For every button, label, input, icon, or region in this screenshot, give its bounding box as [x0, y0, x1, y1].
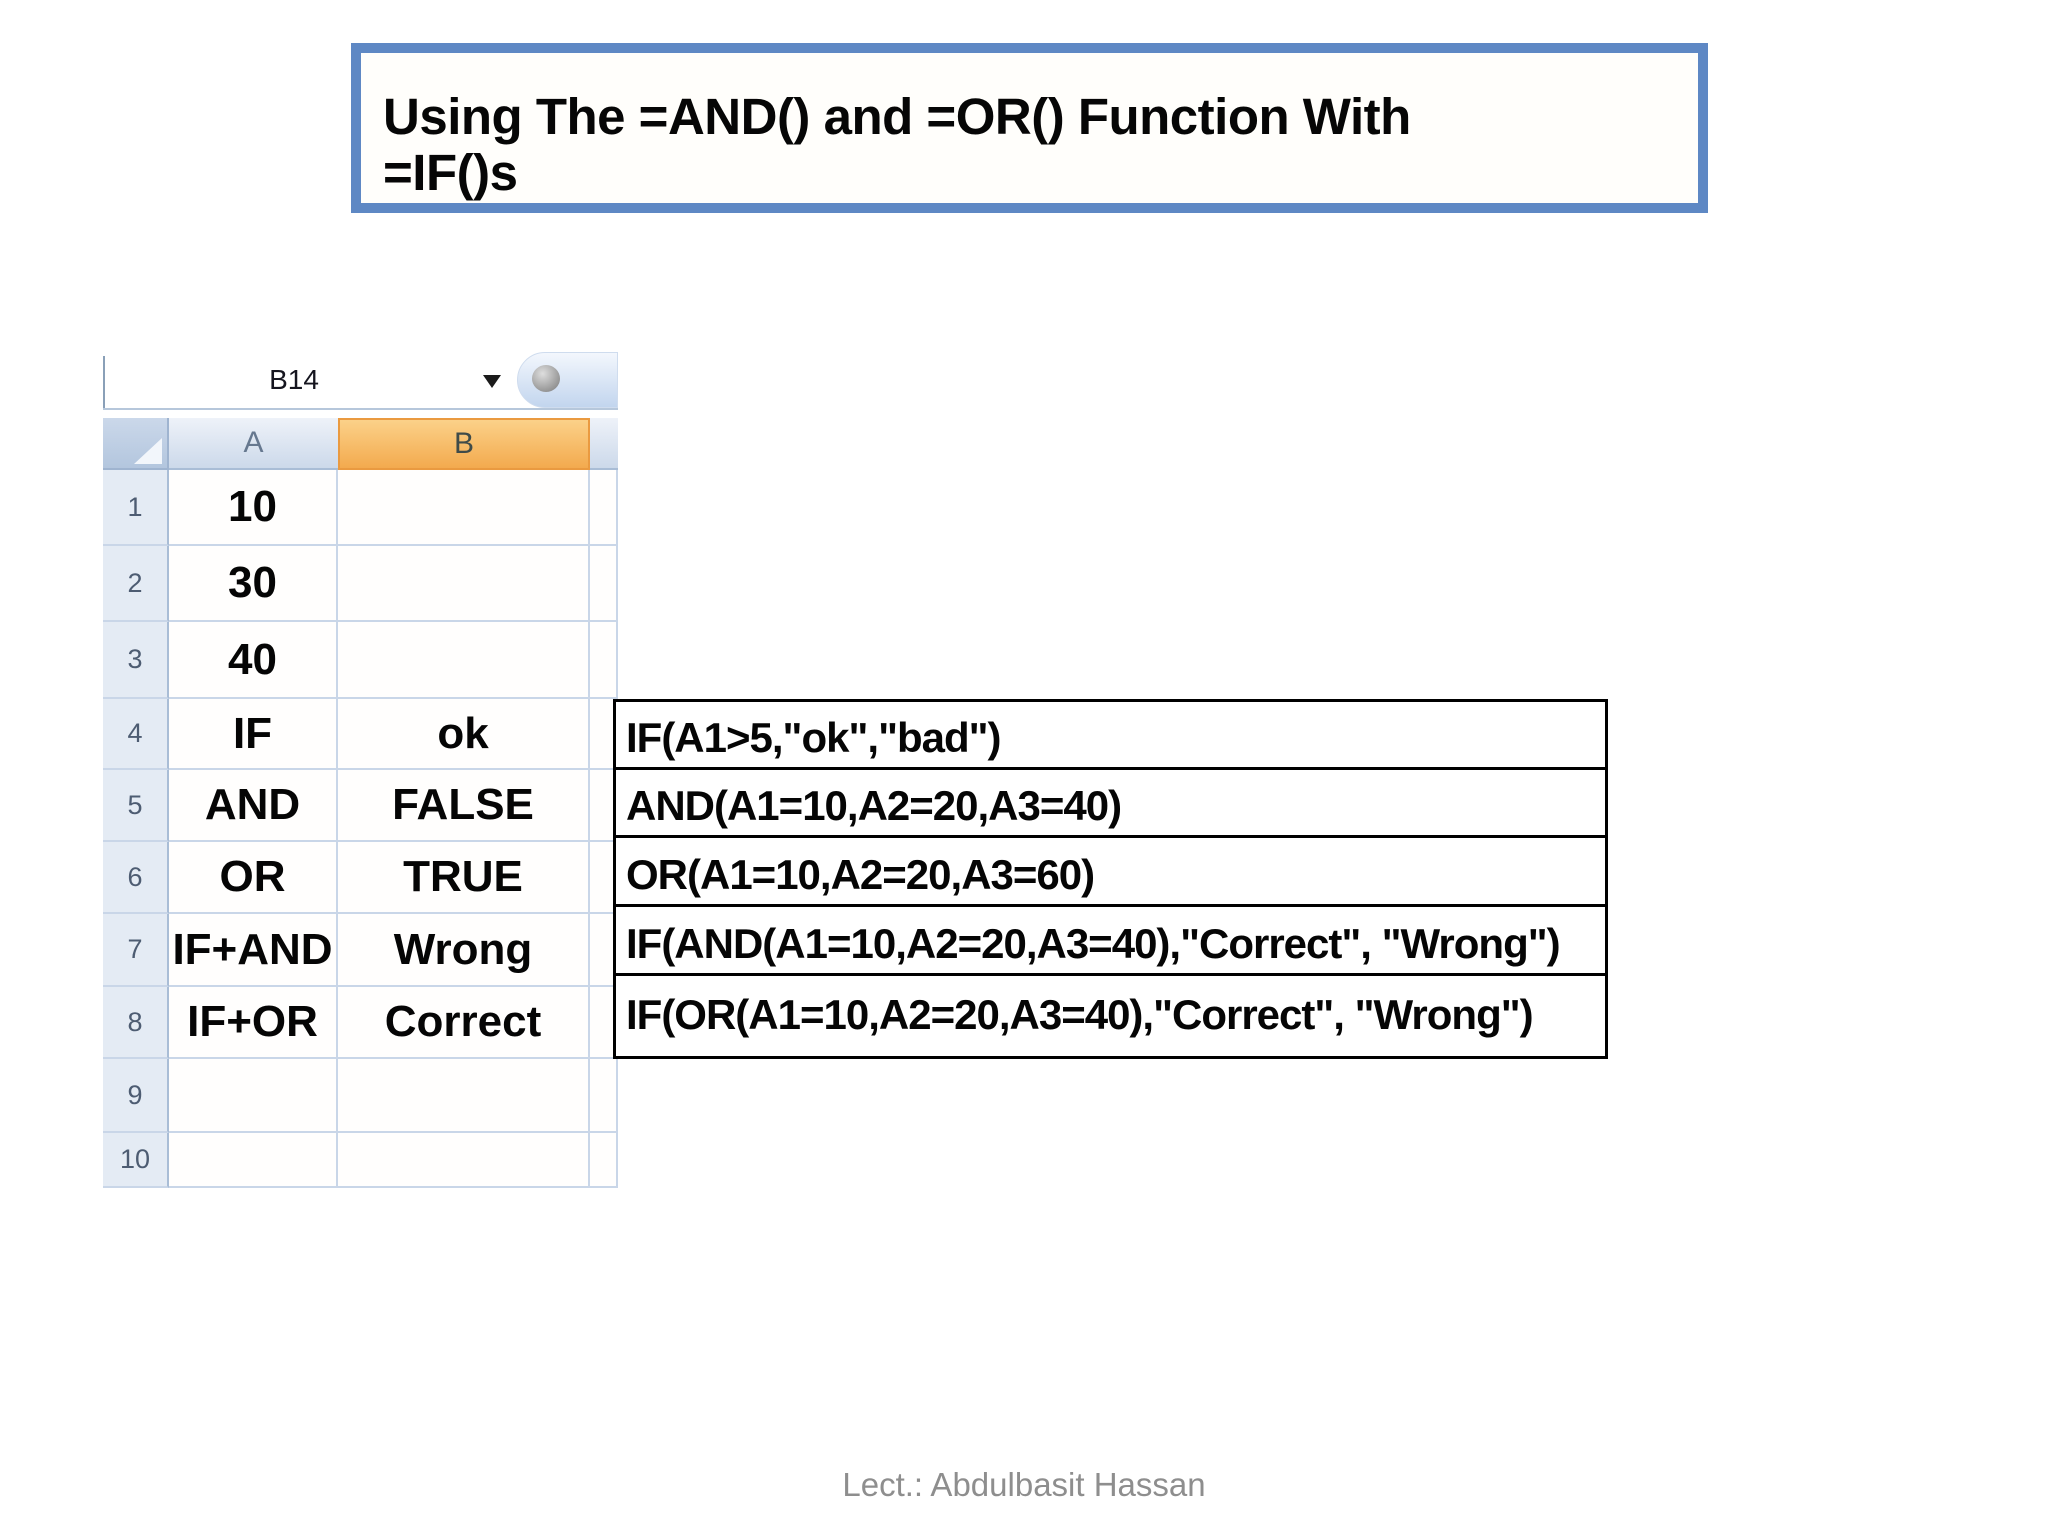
- row-header-4[interactable]: 4: [103, 699, 169, 770]
- name-box-left-border: [103, 356, 105, 408]
- spreadsheet-row-9: 9: [103, 1059, 618, 1133]
- name-row-separator: [103, 408, 618, 418]
- cell-A2[interactable]: 30: [169, 546, 338, 622]
- select-all-corner[interactable]: [103, 418, 169, 470]
- column-header-c-sliver: [590, 418, 618, 470]
- row-header-2[interactable]: 2: [103, 546, 169, 622]
- cell-A4[interactable]: IF: [169, 699, 338, 770]
- cell-C2-sliver: [590, 546, 618, 622]
- slide-title-line1: Using The =AND() and =OR() Function With: [383, 88, 1411, 145]
- row-header-7[interactable]: 7: [103, 914, 169, 987]
- column-header-b-selected[interactable]: B: [338, 418, 590, 470]
- slide-footer: Lect.: Abdulbasit Hassan: [842, 1466, 1206, 1503]
- formula-row-4: IF(AND(A1=10,A2=20,A3=40),"Correct", "Wr…: [616, 907, 1605, 976]
- cell-B8[interactable]: Correct: [338, 987, 590, 1059]
- row-header-9[interactable]: 9: [103, 1059, 169, 1133]
- formula-row-2: AND(A1=10,A2=20,A3=40): [616, 770, 1605, 838]
- cell-C10-sliver: [590, 1133, 618, 1188]
- row-header-8[interactable]: 8: [103, 987, 169, 1059]
- name-box-dropdown-icon[interactable]: [483, 375, 501, 388]
- row-header-3[interactable]: 3: [103, 622, 169, 699]
- title-box: Using The =AND() and =OR() Function With…: [351, 43, 1708, 213]
- formula-table: IF(A1>5,"ok","bad")AND(A1=10,A2=20,A3=40…: [613, 699, 1608, 1059]
- cell-B1[interactable]: [338, 470, 590, 546]
- column-header-row: A B: [103, 418, 618, 470]
- spreadsheet-row-10: 10: [103, 1133, 618, 1188]
- slide-title-line2: =IF()s: [383, 144, 518, 201]
- cell-C1-sliver: [590, 470, 618, 546]
- formula-bar-bead-icon: [532, 365, 560, 392]
- column-header-a[interactable]: A: [169, 418, 338, 470]
- row-header-6[interactable]: 6: [103, 842, 169, 914]
- cell-B7[interactable]: Wrong: [338, 914, 590, 987]
- formula-row-5: IF(OR(A1=10,A2=20,A3=40),"Correct", "Wro…: [626, 991, 1534, 1038]
- row-header-10[interactable]: 10: [103, 1133, 169, 1188]
- cell-A3[interactable]: 40: [169, 622, 338, 699]
- cell-A10[interactable]: [169, 1133, 338, 1188]
- cell-A8[interactable]: IF+OR: [169, 987, 338, 1059]
- formula-row-1: IF(A1>5,"ok","bad"): [616, 702, 1605, 770]
- row-header-5[interactable]: 5: [103, 770, 169, 842]
- formula-bar-cap: [517, 352, 618, 408]
- select-all-triangle-icon: [134, 438, 162, 464]
- row-header-1[interactable]: 1: [103, 470, 169, 546]
- cell-B2[interactable]: [338, 546, 590, 622]
- cell-B10[interactable]: [338, 1133, 590, 1188]
- name-box-value: B14: [269, 364, 319, 395]
- cell-B6[interactable]: TRUE: [338, 842, 590, 914]
- formula-row-3: OR(A1=10,A2=20,A3=60): [616, 838, 1605, 907]
- cell-A9[interactable]: [169, 1059, 338, 1133]
- cell-C3-sliver: [590, 622, 618, 699]
- cell-B4[interactable]: ok: [338, 699, 590, 770]
- cell-A1[interactable]: 10: [169, 470, 338, 546]
- cell-B9[interactable]: [338, 1059, 590, 1133]
- slide-title: Using The =AND() and =OR() Function With…: [383, 89, 1411, 201]
- cell-A6[interactable]: OR: [169, 842, 338, 914]
- cell-A7[interactable]: IF+AND: [169, 914, 338, 987]
- cell-B3[interactable]: [338, 622, 590, 699]
- cell-A5[interactable]: AND: [169, 770, 338, 842]
- cell-B5[interactable]: FALSE: [338, 770, 590, 842]
- name-box[interactable]: B14: [105, 352, 483, 408]
- cell-C9-sliver: [590, 1059, 618, 1133]
- excel-name-row: B14: [103, 352, 618, 408]
